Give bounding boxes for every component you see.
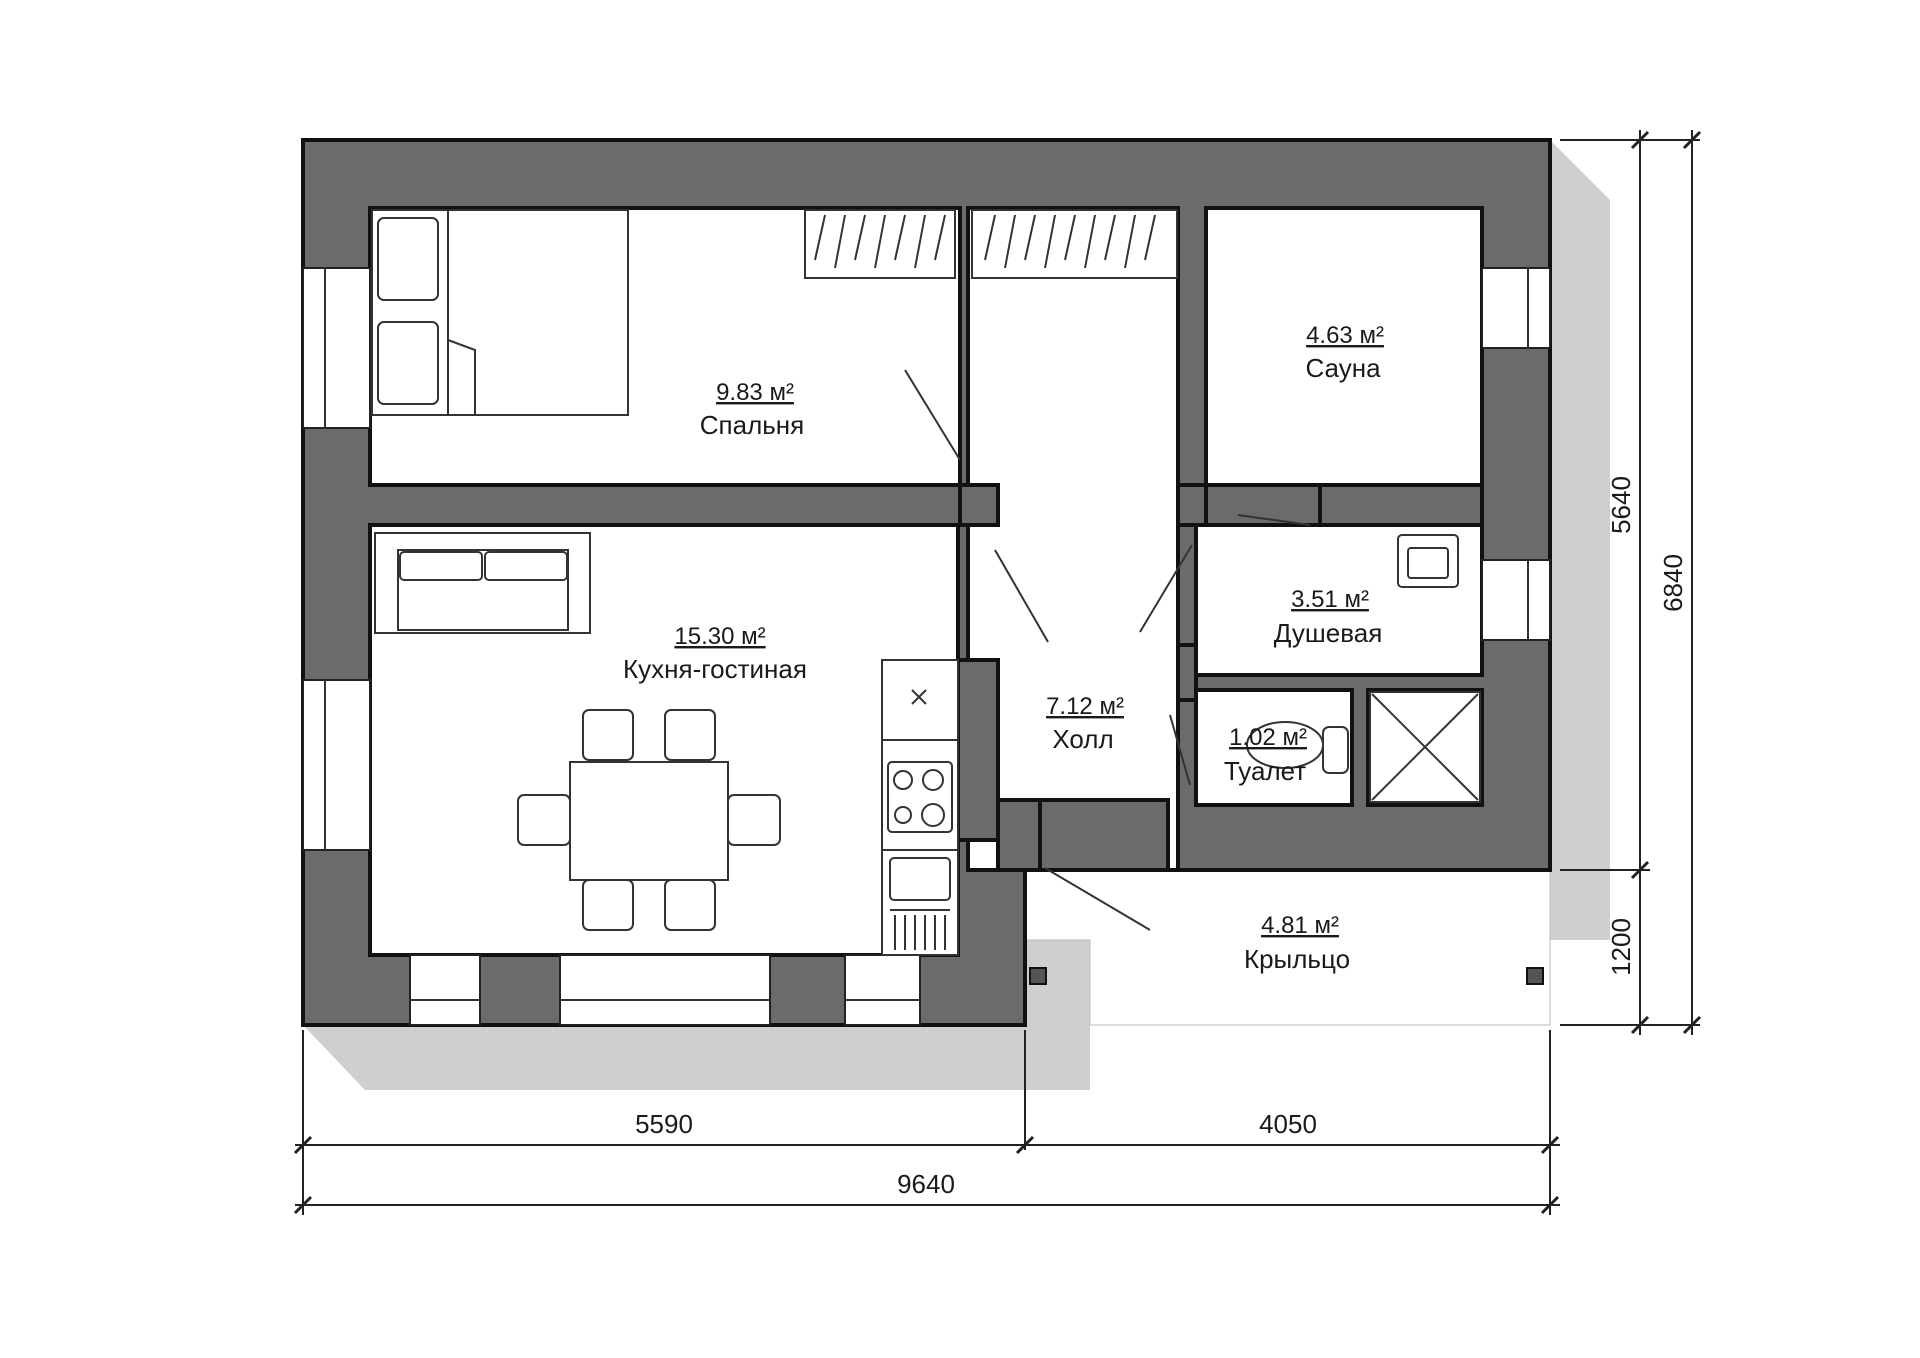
room-shower-area: 3.51 м²: [1291, 586, 1369, 613]
room-porch-name: Крыльцо: [1244, 944, 1350, 974]
dim-right-upper: 5640: [1606, 476, 1636, 534]
room-hall-name: Холл: [1052, 724, 1113, 754]
room-bedroom-area: 9.83 м²: [716, 379, 794, 406]
dim-bottom-total: 9640: [897, 1169, 955, 1199]
dim-right-total: 6840: [1658, 554, 1688, 612]
porch-deck: [1024, 869, 1551, 1026]
room-kitchen-living-area: 15.30 м²: [674, 623, 765, 650]
bed: [371, 209, 629, 416]
room-bedroom-name: Спальня: [700, 410, 804, 440]
room-toilet-area: 1.02 м²: [1229, 724, 1307, 751]
porch-post: [1526, 967, 1544, 985]
room-labels: 9.83 м² Спальня 15.30 м² Кухня-гостиная …: [623, 322, 1384, 974]
dimension-lines: [293, 130, 1702, 1215]
porch-post: [1029, 967, 1047, 985]
room-sauna-area: 4.63 м²: [1306, 322, 1384, 349]
interior-wall-stubs: [956, 483, 1484, 872]
room-shower-name: Душевая: [1274, 618, 1383, 648]
dim-bottom-left: 5590: [635, 1109, 693, 1139]
room-hall-area: 7.12 м²: [1046, 693, 1124, 720]
kitchen-counter: [881, 659, 959, 956]
room-sauna-name: Сауна: [1305, 353, 1381, 383]
room-toilet-name: Туалет: [1224, 756, 1306, 786]
doors: [904, 369, 1311, 931]
dining-table: [517, 709, 781, 931]
shower-fixtures: [1369, 534, 1481, 803]
dim-bottom-right: 4050: [1259, 1109, 1317, 1139]
room-porch-area: 4.81 м²: [1261, 912, 1339, 939]
dimension-labels: 5590 4050 9640 5640 1200 6840: [635, 476, 1688, 1199]
windows: [302, 267, 1551, 1026]
sofa: [374, 532, 591, 634]
room-kitchen-living-name: Кухня-гостиная: [623, 654, 807, 684]
dim-right-lower: 1200: [1606, 918, 1636, 976]
toilet-fixture: [1246, 721, 1349, 774]
wardrobes: [804, 209, 1178, 279]
